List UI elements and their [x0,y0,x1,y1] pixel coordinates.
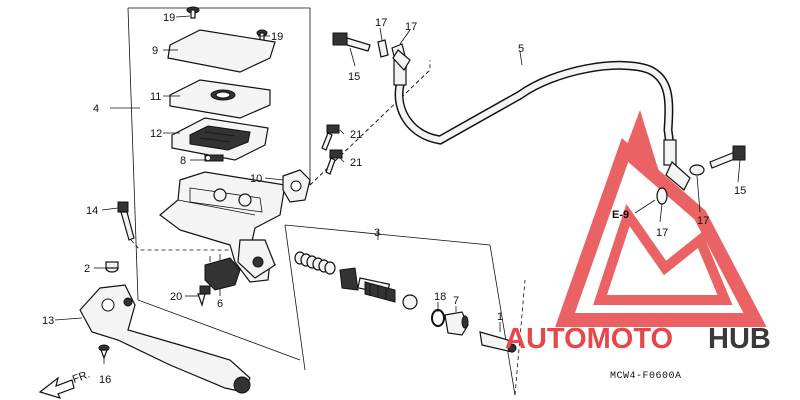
callout-10: 10 [250,173,262,185]
dust-boot [444,311,469,336]
master-cylinder-body [159,171,286,283]
callout-1: 1 [497,311,503,323]
watermark-brand-part1: AUTOMOTO [505,323,673,355]
callout-14: 14 [86,205,98,217]
callout-12: 12 [150,128,162,140]
callout-3: 3 [374,227,380,239]
washer-17-d [689,164,705,176]
callout-4: 4 [93,103,99,115]
front-arrow: FR. [38,368,92,399]
callout-8: 8 [180,155,186,167]
callout-20: 20 [170,291,182,303]
callout-18: 18 [434,291,446,303]
callout-labels: 19 19 9 4 11 12 8 10 14 2 20 6 13 16 21 … [42,12,746,386]
diagram-code: MCW4-F0600A [610,371,682,382]
circlip [431,309,445,327]
callout-9: 9 [152,45,158,57]
callout-17-c: 17 [656,227,668,239]
callout-19-right: 19 [271,31,283,43]
watermark-logo [555,110,767,327]
washer-17-a [377,39,389,58]
diaphragm [171,117,269,161]
lever-screw [98,344,110,360]
banjo-bolt-right [709,145,746,169]
screw-19-top [186,6,200,19]
piston-kit [294,251,418,310]
bolt-21-lower [325,149,343,175]
callout-13: 13 [42,315,54,327]
washer-17-c [656,187,668,205]
push-rod [479,331,517,353]
clamp [282,169,311,203]
callout-11: 11 [150,91,161,103]
switch-screw [197,285,211,307]
reservoir-cap [167,29,276,73]
callout-2: 2 [84,263,90,275]
bolt-21-upper [321,124,340,151]
reference-label: E-9 [612,209,629,221]
watermark-brand-part2: HUB [708,323,771,355]
callout-17-b: 17 [405,21,417,33]
callout-17-d: 17 [697,215,709,227]
front-label: FR. [71,368,92,385]
watermark-text: AUTOMOTO HUB [505,323,771,355]
clutch-hose [392,49,691,191]
pivot-bolt [117,201,230,251]
callout-7: 7 [453,295,459,307]
callout-21-upper: 21 [350,129,362,141]
diaphragm-plate [169,79,271,119]
clutch-lever [79,284,251,394]
callout-19-top: 19 [163,12,175,24]
callout-6: 6 [217,298,223,310]
leader-lines [54,15,741,364]
brake-switch [204,254,241,291]
callout-15-left: 15 [348,71,360,83]
piston-group-frame [284,224,526,396]
callout-16: 16 [99,374,111,386]
float-clip [204,154,224,162]
callout-15-right: 15 [734,185,746,197]
callout-5: 5 [518,43,524,55]
callout-21-lower: 21 [350,157,362,169]
pivot-cap [105,261,119,273]
banjo-bolt-left [332,32,371,52]
callout-17-a: 17 [375,17,387,29]
